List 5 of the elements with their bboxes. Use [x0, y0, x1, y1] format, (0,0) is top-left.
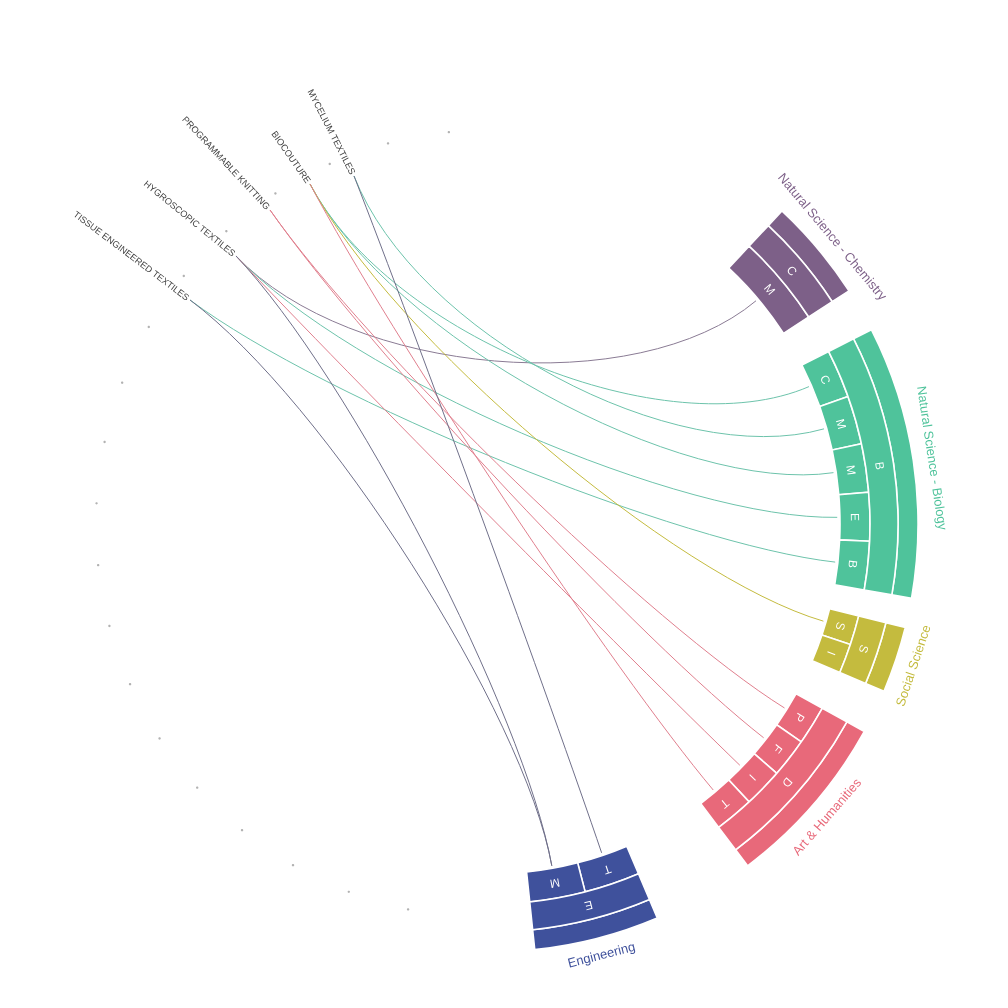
chord-line [189, 299, 836, 563]
chord-line [309, 183, 714, 791]
chord-line [353, 175, 603, 854]
chord-line [235, 255, 553, 867]
chord-line [353, 175, 825, 437]
